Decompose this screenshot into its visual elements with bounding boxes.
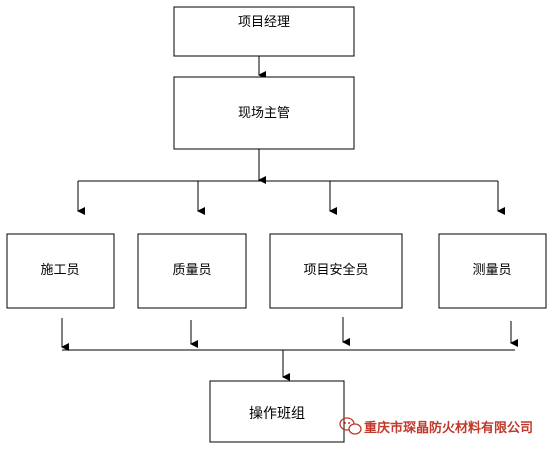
- node-project-manager-label: 项目经理: [238, 15, 290, 30]
- node-construction-staff: 施工员: [6, 233, 115, 309]
- watermark: 重庆市琛晶防火材料有限公司: [339, 417, 533, 436]
- node-survey-staff-label: 测量员: [472, 263, 511, 278]
- node-project-manager: 项目经理: [173, 6, 355, 57]
- wechat-icon: [339, 417, 362, 435]
- node-quality-staff: 质量员: [137, 233, 247, 309]
- node-survey-staff: 测量员: [438, 233, 547, 309]
- node-quality-staff-label: 质量员: [172, 263, 211, 278]
- node-site-supervisor: 现场主管: [173, 76, 355, 150]
- node-work-team: 操作班组: [209, 380, 345, 443]
- node-construction-staff-label: 施工员: [40, 263, 79, 278]
- watermark-text: 重庆市琛晶防火材料有限公司: [364, 420, 533, 436]
- node-safety-staff-label: 项目安全员: [303, 262, 368, 278]
- node-site-supervisor-label: 现场主管: [238, 106, 290, 121]
- node-safety-staff: 项目安全员: [269, 233, 403, 309]
- node-work-team-label: 操作班组: [249, 406, 305, 422]
